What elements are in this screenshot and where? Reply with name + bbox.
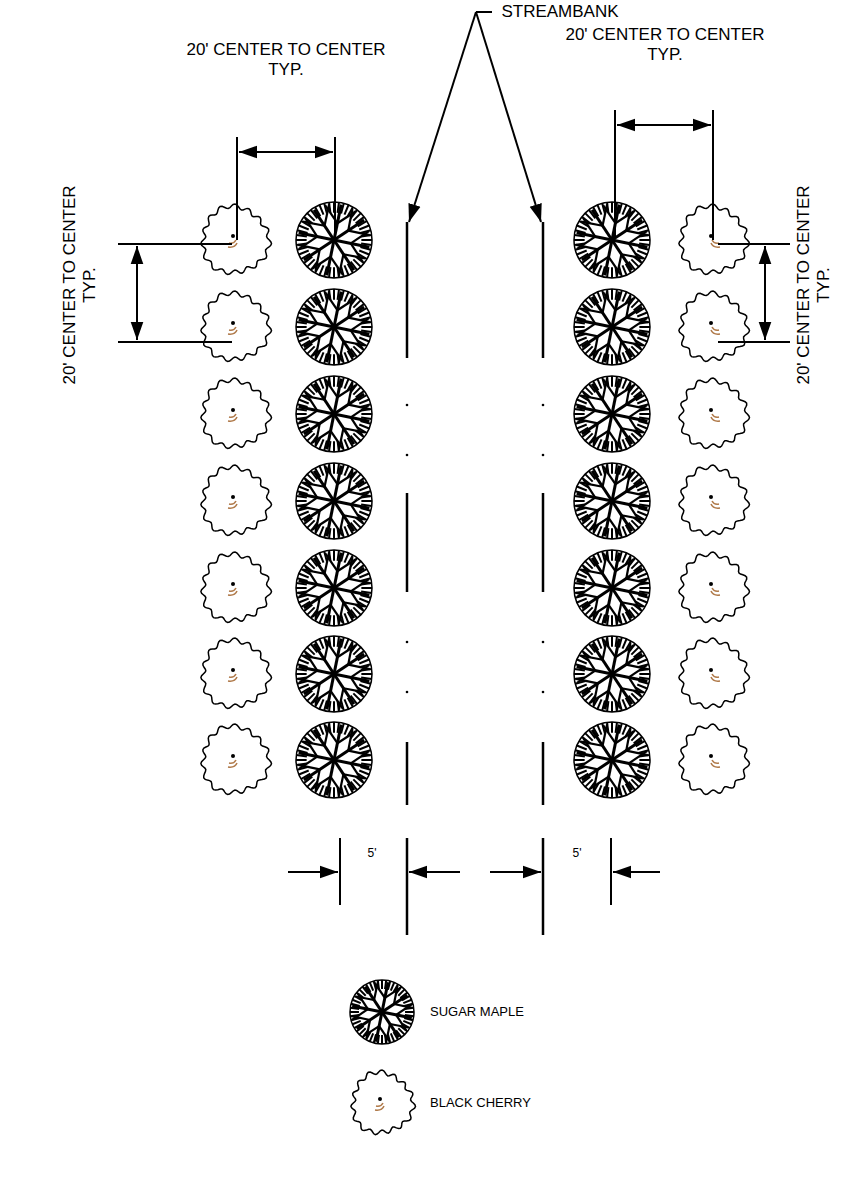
sugar-maple-symbol (574, 550, 650, 626)
streambank-lines (406, 222, 545, 935)
sugar-maple-symbol (296, 289, 372, 365)
sugar-maple-symbol (350, 980, 414, 1044)
dimension-label: 5' (357, 843, 387, 863)
sugar-maple-symbol (296, 463, 372, 539)
black-cherry-symbol (679, 465, 750, 536)
black-cherry-symbol (351, 1070, 416, 1135)
black-cherry-symbol (201, 378, 272, 449)
sugar-maple-symbol (296, 550, 372, 626)
black-cherry-symbol (201, 552, 272, 623)
black-cherry-symbol (679, 552, 750, 623)
sugar-maple-symbol (296, 636, 372, 712)
tree-rows (201, 202, 750, 798)
sugar-maple-symbol (296, 722, 372, 798)
dimension-label: 20' CENTER TO CENTER TYP. (60, 175, 100, 395)
black-cherry-symbol (679, 638, 750, 709)
dimension-label: 20' CENTER TO CENTER TYP. (555, 25, 775, 65)
black-cherry-symbol (201, 724, 272, 795)
black-cherry-symbol (679, 204, 750, 275)
sugar-maple-symbol (574, 722, 650, 798)
black-cherry-symbol (679, 724, 750, 795)
legend-label: SUGAR MAPLE (430, 1002, 524, 1022)
sugar-maple-symbol (296, 376, 372, 452)
sugar-maple-symbol (574, 463, 650, 539)
dimension-label: 20' CENTER TO CENTER TYP. (794, 175, 834, 395)
legend-symbols (350, 980, 416, 1135)
dimension-label: 20' CENTER TO CENTER TYP. (176, 40, 396, 80)
callout-label: STREAMBANK (490, 2, 630, 22)
legend-label: BLACK CHERRY (430, 1093, 531, 1113)
dimension-lines (118, 12, 790, 905)
black-cherry-symbol (201, 465, 272, 536)
sugar-maple-symbol (574, 289, 650, 365)
sugar-maple-symbol (574, 202, 650, 278)
black-cherry-symbol (679, 378, 750, 449)
sugar-maple-symbol (574, 376, 650, 452)
sugar-maple-symbol (574, 636, 650, 712)
dimension-label: 5' (562, 843, 592, 863)
black-cherry-symbol (201, 291, 272, 362)
black-cherry-symbol (679, 291, 750, 362)
black-cherry-symbol (201, 638, 272, 709)
